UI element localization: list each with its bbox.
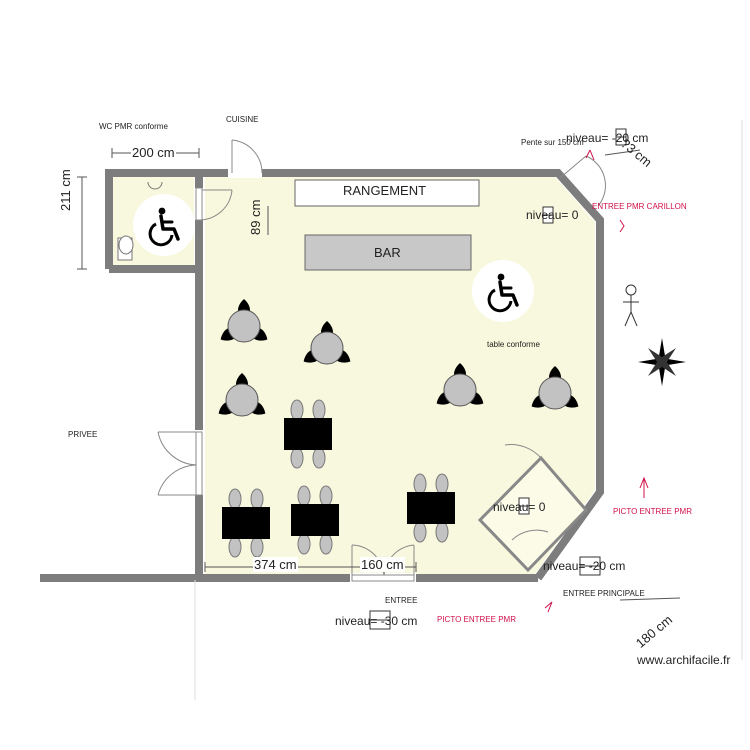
- compass-icon: [638, 338, 686, 386]
- round-table: [220, 299, 268, 343]
- round-table: [218, 373, 266, 417]
- wc-width-dimension: 200 cm: [131, 145, 176, 160]
- exterior-lines: [194, 120, 743, 700]
- doors: [157, 139, 606, 582]
- private-label: PRIVEE: [68, 430, 98, 439]
- round-table: [436, 363, 484, 407]
- picto-pmr-bottom-label: PICTO ENTREE PMR: [437, 615, 516, 624]
- level-street: niveau= -30 cm: [335, 614, 418, 628]
- main-entrance-label: ENTREE PRINCIPALE: [563, 589, 645, 598]
- bar-depth-dimension: 89 cm: [248, 199, 263, 235]
- sink-icon: [147, 181, 163, 190]
- red-arrows: [544, 149, 649, 613]
- storage-label: RANGEMENT: [343, 183, 427, 198]
- person-icon: [623, 284, 639, 327]
- rect-table: [407, 473, 455, 543]
- level-top: niveau= -20 cm: [566, 131, 649, 145]
- bar-label: BAR: [374, 245, 401, 260]
- wheelchair-icon: [133, 194, 195, 256]
- bar-counter: [304, 234, 472, 271]
- level-markers: [369, 128, 627, 630]
- wc-height-dimension: 211 cm: [58, 168, 73, 212]
- rect-tables: [222, 399, 455, 558]
- level-main-entrance: niveau= -20 cm: [543, 559, 626, 573]
- picto-pmr-right-label: PICTO ENTREE PMR: [613, 507, 692, 516]
- front-wall-dimension: 374 cm: [253, 557, 298, 572]
- wc-label: WC PMR conforme: [99, 122, 168, 131]
- storage-box: [294, 179, 480, 207]
- entrance-door-dimension: 160 cm: [360, 557, 405, 572]
- slope-label: Pente sur 150 cm: [521, 138, 584, 147]
- level-entry-vestibule: niveau= 0: [493, 500, 546, 514]
- round-table: [303, 321, 351, 365]
- watermark: www.archifacile.fr: [637, 653, 731, 667]
- rect-table: [222, 488, 270, 558]
- wheelchair-icon: [472, 260, 534, 322]
- toilet-icon: [117, 235, 134, 261]
- level-room: niveau= 0: [526, 208, 579, 222]
- rect-table: [284, 399, 332, 469]
- kitchen-label: CUISINE: [226, 115, 259, 124]
- pmr-table-label: table conforme: [487, 340, 540, 349]
- round-table: [531, 366, 579, 410]
- rect-table: [291, 485, 339, 555]
- entrance-label: ENTREE: [385, 596, 418, 605]
- round-tables: [218, 299, 579, 417]
- pmr-bell-entrance-label: ENTREE PMR CARILLON: [592, 202, 687, 211]
